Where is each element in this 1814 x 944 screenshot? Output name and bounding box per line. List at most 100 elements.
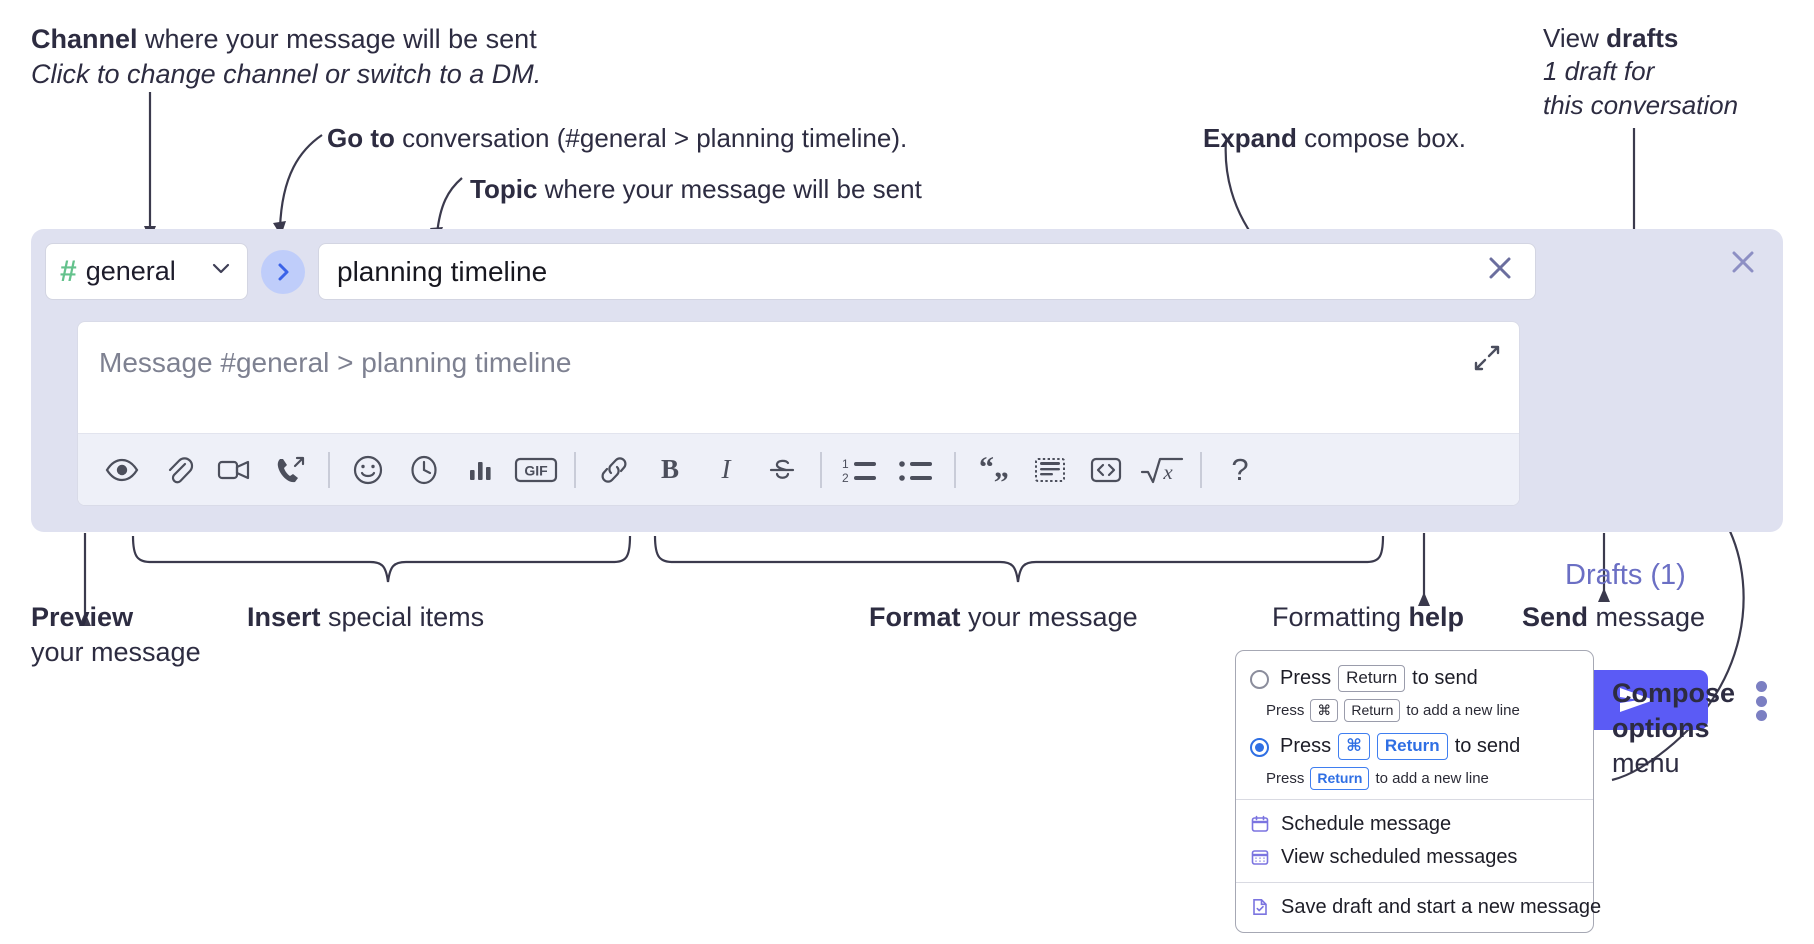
svg-text:I: I bbox=[721, 454, 733, 484]
draft-check-icon bbox=[1253, 899, 1267, 916]
message-input-box[interactable]: Message #general > planning timeline bbox=[77, 321, 1520, 506]
opt2-key2: Return bbox=[1376, 732, 1448, 760]
bullet-list-icon[interactable] bbox=[888, 442, 944, 498]
opt2-sub-pre: Press bbox=[1266, 769, 1305, 787]
kebab-dot bbox=[1755, 681, 1767, 692]
strikethrough-icon[interactable] bbox=[754, 442, 810, 498]
svg-text:B: B bbox=[661, 454, 679, 484]
annotation-send-bold: Send bbox=[1522, 602, 1589, 632]
opt1-pre: Press bbox=[1280, 666, 1332, 689]
annotation-send-rest: message bbox=[1588, 602, 1706, 632]
clock-icon[interactable] bbox=[396, 442, 452, 498]
menu-divider bbox=[1236, 798, 1593, 800]
preview-icon[interactable] bbox=[94, 442, 150, 498]
topic-input[interactable]: planning timeline bbox=[318, 243, 1536, 300]
toolbar-divider bbox=[1200, 451, 1202, 488]
radio-unselected-icon[interactable] bbox=[1250, 670, 1269, 689]
drafts-link[interactable]: Drafts (1) bbox=[1565, 559, 1686, 591]
opt1-post: to send bbox=[1412, 666, 1478, 689]
annotation-channel-rest: where your message will be sent bbox=[137, 24, 537, 54]
topic-value: planning timeline bbox=[337, 255, 548, 287]
annotation-insert-rest: special items bbox=[320, 602, 485, 632]
annotation-insert: Insert special items bbox=[247, 600, 484, 635]
code-inline-icon[interactable] bbox=[1078, 442, 1134, 498]
kebab-dot bbox=[1755, 695, 1767, 707]
bold-icon[interactable]: B bbox=[642, 442, 698, 498]
annotation-send: Send message bbox=[1522, 600, 1705, 635]
formatting-help-icon[interactable]: ? bbox=[1231, 451, 1249, 487]
annotation-drafts-italic2: this conversation bbox=[1543, 89, 1739, 120]
expand-icon[interactable] bbox=[1472, 343, 1502, 378]
compose-options-button[interactable] bbox=[1748, 681, 1774, 721]
link-icon[interactable] bbox=[586, 442, 642, 498]
hash-icon: # bbox=[60, 254, 77, 288]
svg-text:GIF: GIF bbox=[524, 462, 548, 478]
toolbar-divider bbox=[820, 451, 822, 488]
opt2-sub-post: to add a new line bbox=[1375, 769, 1489, 787]
gif-icon[interactable]: GIF bbox=[508, 442, 564, 498]
toolbar-divider bbox=[954, 451, 956, 488]
annotation-insert-bold: Insert bbox=[247, 602, 321, 632]
annotation-drafts: View drafts 1 draft for this conversatio… bbox=[1543, 22, 1738, 122]
channel-name: general bbox=[85, 256, 176, 286]
opt2-post: to send bbox=[1454, 734, 1521, 757]
annotation-compose-options: Compose options menu bbox=[1612, 676, 1735, 781]
menu-item-view-scheduled-messages[interactable]: View scheduled messages bbox=[1236, 841, 1593, 874]
annotation-goto-rest: conversation (#general > planning timeli… bbox=[394, 123, 908, 153]
annotation-channel-bold: Channel bbox=[31, 24, 138, 54]
calendar-grid-icon bbox=[1251, 850, 1269, 865]
annotation-channel-italic: Click to change channel or switch to a D… bbox=[31, 58, 542, 89]
toolbar-divider bbox=[574, 451, 576, 488]
annotation-help: Formatting help bbox=[1272, 600, 1464, 635]
annotation-format-rest: your message bbox=[960, 602, 1138, 632]
italic-icon[interactable]: I bbox=[698, 442, 754, 498]
quote-icon[interactable]: “„ bbox=[966, 442, 1022, 498]
emoji-icon[interactable] bbox=[340, 442, 396, 498]
menu-item-label: Schedule message bbox=[1281, 812, 1452, 835]
send-option-return[interactable]: Press Return to send bbox=[1236, 663, 1593, 694]
annotation-help-bold: help bbox=[1408, 602, 1465, 632]
ordered-list-icon[interactable]: 1 2 bbox=[832, 442, 888, 498]
annotation-help-plain: Formatting bbox=[1272, 602, 1409, 632]
video-icon[interactable] bbox=[206, 442, 262, 498]
channel-selector[interactable]: # general bbox=[45, 243, 248, 300]
svg-text:“„: “„ bbox=[979, 453, 1009, 484]
annotation-topic-rest: where your message will be sent bbox=[537, 174, 922, 204]
annotation-expand-bold: Expand bbox=[1203, 123, 1297, 153]
menu-item-schedule-message[interactable]: Schedule message bbox=[1236, 808, 1593, 841]
clear-topic-icon[interactable] bbox=[1483, 251, 1517, 292]
annotation-expand: Expand compose box. bbox=[1203, 122, 1466, 155]
annotation-compose-options-rest: menu bbox=[1612, 748, 1680, 779]
kebab-dot bbox=[1755, 710, 1767, 721]
annotation-format-bold: Format bbox=[869, 602, 961, 632]
annotation-drafts-plain: View bbox=[1543, 23, 1607, 53]
annotation-preview-rest: your message bbox=[31, 636, 201, 667]
annotation-topic-bold: Topic bbox=[470, 174, 538, 204]
annotation-drafts-italic1: 1 draft for bbox=[1543, 56, 1655, 87]
annotation-drafts-bold: drafts bbox=[1606, 23, 1679, 53]
menu-item-label: Save draft and start a new message bbox=[1281, 895, 1602, 918]
goto-conversation-button[interactable] bbox=[261, 249, 305, 294]
annotation-format: Format your message bbox=[869, 600, 1138, 635]
audio-call-icon[interactable] bbox=[262, 442, 318, 498]
send-option-cmd-return[interactable]: Press ⌘ Return to send bbox=[1236, 731, 1593, 762]
menu-item-save-draft[interactable]: Save draft and start a new message bbox=[1236, 891, 1601, 924]
menu-item-label: View scheduled messages bbox=[1281, 845, 1518, 868]
compose-header-row: # general planning timeline bbox=[45, 243, 1536, 300]
calendar-icon bbox=[1251, 815, 1269, 832]
radio-selected-icon[interactable] bbox=[1250, 737, 1269, 757]
annotation-expand-rest: compose box. bbox=[1296, 123, 1467, 153]
math-icon[interactable]: x bbox=[1134, 442, 1190, 498]
compose-panel: # general planning timeline Message #gen… bbox=[31, 229, 1783, 730]
cmd-key-icon: ⌘ bbox=[1310, 698, 1339, 722]
opt1-sub-key2: Return bbox=[1344, 698, 1401, 722]
message-placeholder: Message #general > planning timeline bbox=[99, 347, 572, 378]
annotation-preview-bold: Preview bbox=[31, 602, 134, 632]
poll-icon[interactable] bbox=[452, 442, 508, 498]
attachment-icon[interactable] bbox=[150, 442, 206, 498]
opt1-key: Return bbox=[1338, 665, 1406, 692]
code-block-icon[interactable] bbox=[1022, 442, 1078, 498]
chevron-down-icon bbox=[209, 256, 233, 287]
close-icon[interactable] bbox=[1727, 246, 1759, 283]
